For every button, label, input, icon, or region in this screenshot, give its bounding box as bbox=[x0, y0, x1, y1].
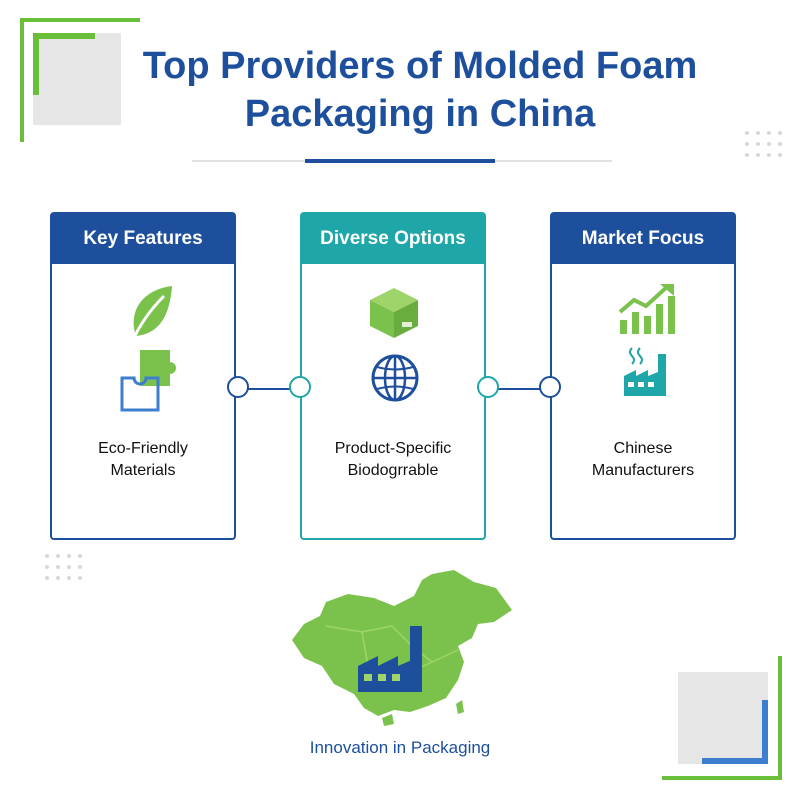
connector-node bbox=[227, 376, 249, 398]
caption: Innovation in Packaging bbox=[309, 738, 491, 757]
globe-icon bbox=[371, 354, 419, 402]
factory-icon bbox=[358, 626, 422, 692]
corner-box-top-left bbox=[33, 33, 121, 125]
corner-box-bottom-right bbox=[678, 672, 768, 764]
factory-icon bbox=[624, 347, 666, 396]
title-line-1: Top Providers of Molded Foam bbox=[142, 45, 698, 87]
corner-accent-top-left-inner bbox=[33, 33, 39, 95]
card-text-line-2: Manufacturers bbox=[591, 462, 695, 479]
card-market-focus: Market Focus Chinese Manufacturers bbox=[550, 212, 736, 540]
title-divider-accent bbox=[305, 159, 495, 163]
corner-accent-bottom-right-inner bbox=[762, 700, 768, 764]
card-text-line-1: Eco-Friendly bbox=[98, 440, 188, 457]
box-icon bbox=[370, 288, 418, 338]
corner-accent-top-left-inner bbox=[33, 33, 95, 39]
card-text-line-2: Materials bbox=[110, 462, 176, 479]
dot-grid-decoration bbox=[745, 131, 782, 157]
card-diverse-options: Diverse Options Product-Specific Biodogr… bbox=[300, 212, 486, 540]
corner-accent-bottom-right bbox=[778, 656, 782, 780]
growth-chart-icon bbox=[618, 284, 675, 334]
card-heading: Key Features bbox=[52, 214, 234, 264]
connector-line bbox=[488, 388, 552, 390]
card-heading: Market Focus bbox=[552, 214, 734, 264]
corner-accent-top-left bbox=[20, 18, 24, 142]
connector-node bbox=[539, 376, 561, 398]
leaf-icon bbox=[130, 286, 172, 343]
corner-accent-bottom-right-inner bbox=[702, 758, 768, 764]
title-line-2: Packaging in China bbox=[244, 93, 596, 135]
page-title: Top Providers of Molded Foam Packaging i… bbox=[110, 42, 730, 138]
connector-node bbox=[477, 376, 499, 398]
puzzle-icon bbox=[120, 350, 176, 412]
corner-accent-bottom-right bbox=[662, 776, 782, 780]
card-text-line-1: Product-Specific bbox=[334, 440, 452, 457]
card-text-line-2: Biodogrrable bbox=[347, 462, 439, 479]
card-text-line-1: Chinese bbox=[613, 440, 673, 457]
connector-node bbox=[289, 376, 311, 398]
china-map-icon bbox=[292, 570, 512, 726]
connector-line bbox=[238, 388, 302, 390]
card-key-features: Key Features Eco-Friendly Materials bbox=[50, 212, 236, 540]
dot-grid-decoration bbox=[45, 554, 82, 580]
card-heading: Diverse Options bbox=[302, 214, 484, 264]
corner-accent-top-left bbox=[20, 18, 140, 22]
